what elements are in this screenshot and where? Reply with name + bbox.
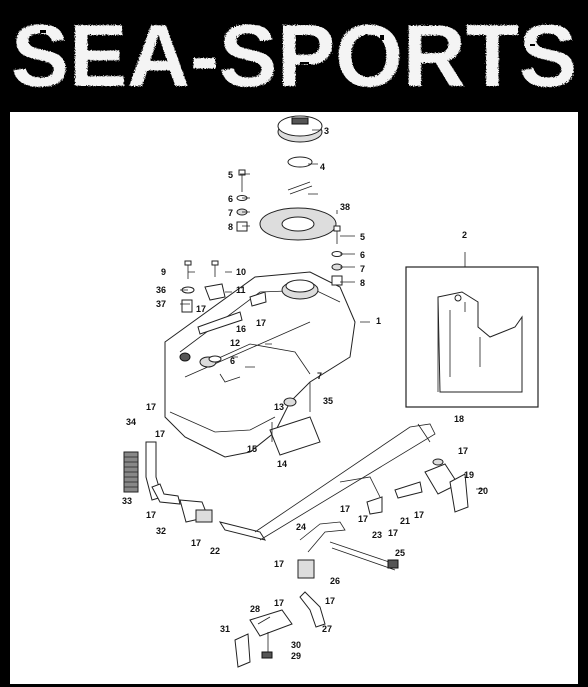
label-35: 35 (323, 396, 333, 406)
label-7-bracket: 7 (317, 371, 322, 381)
label-34: 34 (126, 417, 136, 427)
label-17-h: 17 (340, 504, 350, 514)
tank-bracket (269, 382, 321, 456)
label-13: 13 (274, 402, 284, 412)
label-37: 37 (156, 299, 166, 309)
grunge-specks (40, 30, 535, 73)
label-17-k: 17 (388, 528, 398, 538)
label-30: 30 (291, 640, 301, 650)
fuel-hoses (218, 423, 436, 541)
label-29: 29 (291, 651, 301, 661)
label-2: 2 (462, 230, 467, 240)
label-10: 10 (236, 267, 246, 277)
label-3: 3 (324, 126, 329, 136)
label-17-e: 17 (146, 510, 156, 520)
label-27: 27 (322, 624, 332, 634)
label-14: 14 (277, 459, 287, 469)
label-20: 20 (478, 486, 488, 496)
label-7-left: 7 (228, 208, 233, 218)
label-28: 28 (250, 604, 260, 614)
label-6-left: 6 (228, 194, 233, 204)
label-17-c: 17 (146, 402, 156, 412)
label-17-f: 17 (191, 538, 201, 548)
fuel-cap (277, 115, 323, 195)
label-12: 12 (230, 338, 240, 348)
vent-hoses-left (123, 441, 181, 505)
label-33: 33 (122, 496, 132, 506)
label-4: 4 (320, 162, 325, 172)
label-23: 23 (372, 530, 382, 540)
sea-sports-logo: SEA-SPORTS (11, 6, 577, 105)
cable-ties (329, 541, 399, 571)
label-19: 19 (464, 470, 474, 480)
label-8-left: 8 (228, 222, 233, 232)
label-26: 26 (330, 576, 340, 586)
label-17-a: 17 (196, 304, 206, 314)
label-6-right: 6 (360, 250, 365, 260)
label-11: 11 (236, 285, 246, 295)
label-5-right: 5 (360, 232, 365, 242)
label-17-b: 17 (256, 318, 266, 328)
label-25: 25 (395, 548, 405, 558)
label-17-l: 17 (274, 559, 284, 569)
fuel-tank (164, 271, 356, 458)
fuel-tank-exploded-diagram: 3 4 5 6 7 8 38 5 6 7 8 9 10 36 11 37 17 … (122, 115, 539, 668)
label-6-mid: 6 (230, 356, 235, 366)
inset-part-2 (405, 266, 539, 408)
label-36: 36 (156, 285, 166, 295)
label-17-d: 17 (155, 429, 165, 439)
label-1: 1 (376, 316, 381, 326)
filler-ring (259, 207, 337, 241)
fuel-valve (234, 609, 293, 668)
label-38: 38 (340, 202, 350, 212)
label-15: 15 (247, 444, 257, 454)
hardware-right (331, 225, 343, 286)
label-31: 31 (220, 624, 230, 634)
diagram-panel: 3 4 5 6 7 8 38 5 6 7 8 9 10 36 11 37 17 … (10, 112, 578, 684)
label-22: 22 (210, 546, 220, 556)
label-17-m: 17 (274, 598, 284, 608)
label-5-left: 5 (228, 170, 233, 180)
leader-lines (180, 129, 466, 368)
header-banner: SEA-SPORTS (0, 0, 588, 108)
hardware-left (236, 169, 248, 232)
fuel-pump (366, 458, 484, 515)
label-32: 32 (156, 526, 166, 536)
label-18: 18 (454, 414, 464, 424)
label-9: 9 (161, 267, 166, 277)
part-number-labels: 3 4 5 6 7 8 38 5 6 7 8 9 10 36 11 37 17 … (122, 126, 488, 661)
label-7-right: 7 (360, 264, 365, 274)
logo-text: SEA-SPORTS (11, 6, 577, 105)
label-17-n: 17 (325, 596, 335, 606)
fuel-filter (179, 499, 213, 523)
label-17-j: 17 (414, 510, 424, 520)
label-17-g: 17 (458, 446, 468, 456)
label-17-i: 17 (358, 514, 368, 524)
label-8-right: 8 (360, 278, 365, 288)
lower-fuel-line (297, 521, 346, 628)
label-16: 16 (236, 324, 246, 334)
label-24: 24 (296, 522, 306, 532)
hardware-tank-left (181, 260, 267, 363)
label-21: 21 (400, 516, 410, 526)
